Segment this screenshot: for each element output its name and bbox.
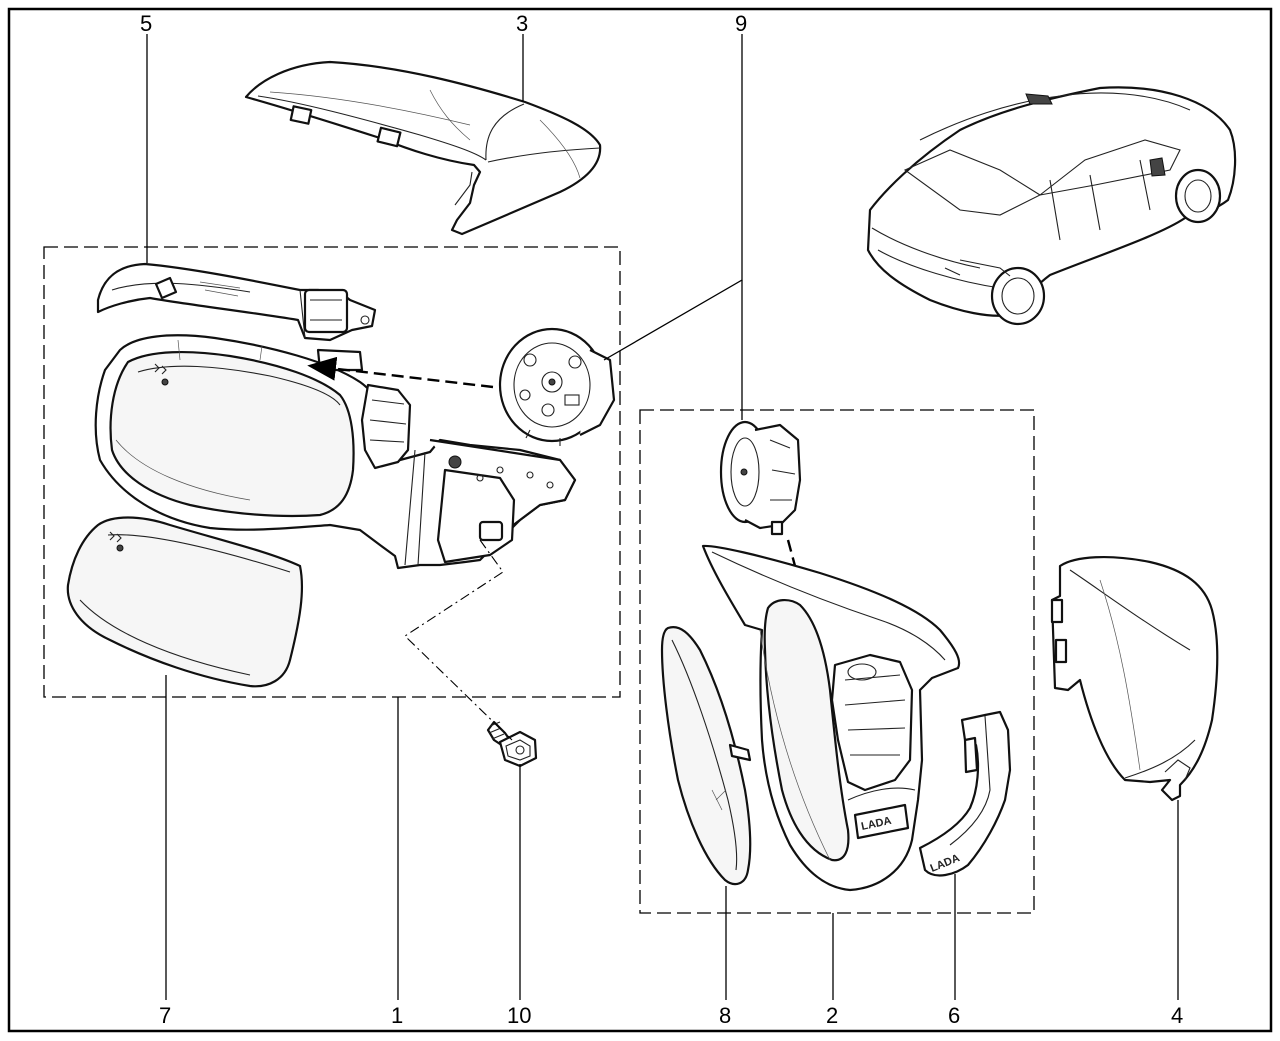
callout-9: 9	[735, 11, 747, 36]
callout-8: 8	[719, 1003, 731, 1028]
assembly-box-left	[43, 246, 621, 698]
part-8-mirror-glass	[660, 626, 752, 886]
part-5-turn-indicator	[96, 262, 377, 342]
part-4-cover-cap	[1050, 555, 1219, 802]
part-1-mirror-body	[94, 334, 577, 570]
callout-5: 5	[140, 11, 152, 36]
heated-glass-symbol	[154, 363, 169, 386]
heated-glass-symbol-2	[109, 531, 124, 552]
part-9-adjust-motor-upper	[498, 327, 616, 446]
callout-7: 7	[159, 1003, 171, 1028]
part-10-screw	[486, 720, 538, 768]
vehicle-location-view	[866, 86, 1237, 326]
drawing-frame	[7, 7, 1273, 1033]
callout-6: 6	[948, 1003, 960, 1028]
part-2-mirror-housing: LADA	[701, 544, 961, 892]
part-9-adjust-motor-lower	[719, 420, 802, 536]
callout-4: 4	[1171, 1003, 1183, 1028]
callout-3: 3	[516, 11, 528, 36]
part-3-cover-cap	[244, 60, 602, 236]
callout-2: 2	[826, 1003, 838, 1028]
leader-lines	[146, 34, 1179, 1000]
callout-10: 10	[507, 1003, 531, 1028]
part-6-side-repeater: LADA	[918, 710, 1012, 877]
callout-1: 1	[391, 1003, 403, 1028]
screw-axis-line	[404, 539, 513, 741]
assembly-box-right	[639, 409, 1035, 914]
part-7-mirror-glass	[66, 516, 304, 688]
assembly-arrow-left	[307, 356, 494, 389]
